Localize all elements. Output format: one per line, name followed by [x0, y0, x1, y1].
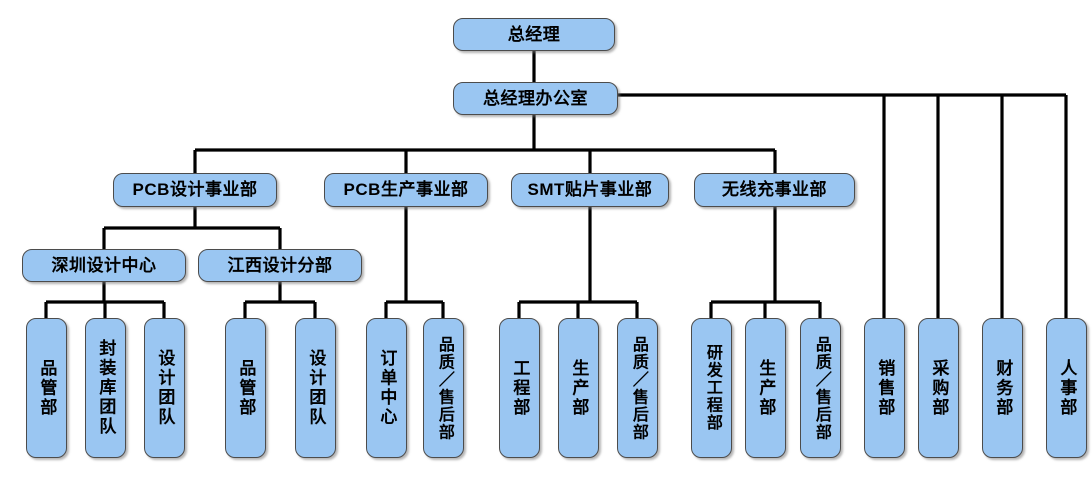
node-div-pcb-production[interactable]: PCB生产事业部	[324, 173, 488, 207]
node-dept-hr[interactable]: 人事部	[1046, 318, 1087, 458]
node-dept-finance[interactable]: 财务部	[982, 318, 1023, 458]
node-div-pcb-design[interactable]: PCB设计事业部	[113, 173, 277, 207]
node-smt-quality-service-label: 品质／售后部	[629, 335, 647, 441]
node-wl-quality-service-label: 品质／售后部	[812, 335, 830, 441]
node-sz-quality[interactable]: 品管部	[26, 318, 67, 458]
node-center-jiangxi-label: 江西设计分部	[227, 255, 333, 275]
node-ceo-office[interactable]: 总经理办公室	[453, 82, 618, 115]
node-wl-quality-service[interactable]: 品质／售后部	[800, 318, 841, 458]
node-dept-finance-label: 财务部	[993, 358, 1013, 418]
node-jx-design-team[interactable]: 设计团队	[295, 318, 336, 458]
node-div-smt[interactable]: SMT贴片事业部	[511, 173, 669, 207]
node-div-pcb-production-label: PCB生产事业部	[343, 180, 469, 200]
node-sz-design-team[interactable]: 设计团队	[144, 318, 185, 458]
node-sz-quality-label: 品管部	[37, 358, 57, 418]
node-wl-rd-engineering[interactable]: 研发工程部	[691, 318, 732, 458]
node-ceo-office-label: 总经理办公室	[483, 88, 588, 108]
node-center-jiangxi[interactable]: 江西设计分部	[198, 249, 362, 282]
node-center-shenzhen[interactable]: 深圳设计中心	[22, 249, 186, 282]
node-div-pcb-design-label: PCB设计事业部	[132, 180, 258, 200]
node-pcbp-quality-service[interactable]: 品质／售后部	[423, 318, 464, 458]
node-dept-purchasing[interactable]: 采购部	[918, 318, 959, 458]
node-order-center-label: 订单中心	[377, 349, 397, 427]
node-jx-design-team-label: 设计团队	[306, 349, 326, 427]
node-dept-sales-label: 销售部	[875, 358, 895, 418]
node-div-wireless-label: 无线充事业部	[722, 180, 827, 200]
node-sz-library-label: 封装库团队	[96, 339, 116, 437]
node-jx-quality[interactable]: 品管部	[225, 318, 266, 458]
node-jx-quality-label: 品管部	[236, 358, 256, 418]
node-pcbp-quality-service-label: 品质／售后部	[435, 335, 453, 441]
node-wl-rd-engineering-label: 研发工程部	[703, 344, 721, 432]
node-dept-sales[interactable]: 销售部	[864, 318, 905, 458]
node-order-center[interactable]: 订单中心	[366, 318, 407, 458]
node-sz-library[interactable]: 封装库团队	[85, 318, 126, 458]
node-dept-hr-label: 人事部	[1057, 358, 1077, 418]
node-wl-production-label: 生产部	[756, 358, 776, 418]
node-div-smt-label: SMT贴片事业部	[527, 180, 653, 200]
node-dept-purchasing-label: 采购部	[929, 358, 949, 418]
node-wl-production[interactable]: 生产部	[745, 318, 786, 458]
node-smt-production[interactable]: 生产部	[558, 318, 599, 458]
node-smt-engineering-label: 工程部	[510, 358, 530, 418]
node-smt-engineering[interactable]: 工程部	[499, 318, 540, 458]
node-ceo[interactable]: 总经理	[453, 18, 615, 51]
node-div-wireless[interactable]: 无线充事业部	[694, 173, 855, 207]
node-sz-design-team-label: 设计团队	[155, 349, 175, 427]
node-ceo-label: 总经理	[507, 24, 561, 44]
node-center-shenzhen-label: 深圳设计中心	[51, 255, 157, 275]
node-smt-quality-service[interactable]: 品质／售后部	[617, 318, 658, 458]
node-smt-production-label: 生产部	[569, 358, 589, 418]
